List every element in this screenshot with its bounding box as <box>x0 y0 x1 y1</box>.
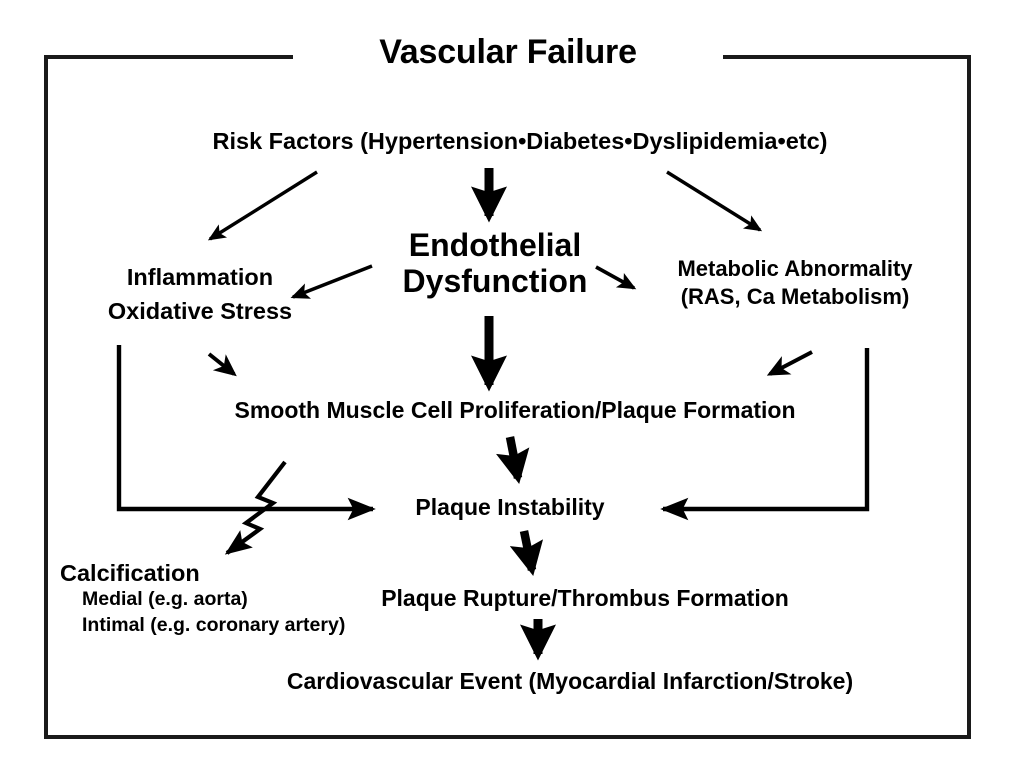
node-plaque-rupture-thrombus: Plaque Rupture/Thrombus Formation <box>300 585 870 612</box>
node-inflammation-line2: Oxidative Stress <box>107 298 293 325</box>
diagram-title: Vascular Failure <box>379 33 637 71</box>
edge-risk-factors-to-inflammation <box>207 170 318 241</box>
node-smooth-muscle-label: Smooth Muscle Cell Proliferation/Plaque … <box>234 397 796 423</box>
frame-bottom-edge <box>44 735 971 739</box>
node-metabolic-line1: Metabolic Abnormality <box>677 256 913 281</box>
edge-smooth-muscle-to-calcification <box>224 460 287 555</box>
edge-plaque-instability-to-plaque-rupture <box>509 530 544 576</box>
node-plaque-instability: Plaque Instability <box>360 494 660 521</box>
edge-inflammation-to-smooth-muscle <box>207 352 237 377</box>
edge-metabolic-elbow-to-plaque-instability <box>660 348 870 521</box>
node-endothelial-dysfunction: Endothelial Dysfunction <box>370 227 620 300</box>
node-inflammation-oxidative-stress: Inflammation Oxidative Stress <box>55 260 345 328</box>
edge-smooth-muscle-to-plaque-instability <box>495 436 530 485</box>
frame-right-edge <box>967 55 971 739</box>
node-calcification: Calcification Medial (e.g. aorta) Intima… <box>60 560 460 639</box>
frame-top-left-rule <box>44 55 293 59</box>
node-risk-factors-label: Risk Factors (Hypertension•Diabetes•Dysl… <box>212 128 828 154</box>
edge-inflammation-elbow-to-plaque-instability <box>116 345 376 521</box>
node-plaque-instability-label: Plaque Instability <box>415 494 605 520</box>
frame-top-right-rule <box>723 55 971 59</box>
frame-left-edge <box>44 55 48 739</box>
node-inflammation-line1: Inflammation <box>126 264 274 290</box>
node-endothelial-line1: Endothelial <box>408 227 582 263</box>
node-metabolic-abnormality: Metabolic Abnormality (RAS, Ca Metabolis… <box>630 255 960 311</box>
node-metabolic-line2: (RAS, Ca Metabolism) <box>680 284 910 310</box>
node-calcification-intimal: Intimal (e.g. coronary artery) <box>82 613 346 636</box>
node-calcification-heading: Calcification <box>60 560 200 586</box>
node-endothelial-line2: Dysfunction <box>402 262 588 299</box>
edge-metabolic-to-smooth-muscle <box>766 350 813 376</box>
node-smooth-muscle-proliferation: Smooth Muscle Cell Proliferation/Plaque … <box>100 397 930 424</box>
edge-risk-factors-to-metabolic <box>666 170 763 232</box>
node-cardiovascular-event-label: Cardiovascular Event (Myocardial Infarct… <box>286 668 854 694</box>
node-cardiovascular-event: Cardiovascular Event (Myocardial Infarct… <box>190 668 950 695</box>
node-calcification-medial: Medial (e.g. aorta) <box>82 588 248 611</box>
node-risk-factors: Risk Factors (Hypertension•Diabetes•Dysl… <box>110 128 930 155</box>
node-plaque-rupture-label: Plaque Rupture/Thrombus Formation <box>381 585 789 611</box>
